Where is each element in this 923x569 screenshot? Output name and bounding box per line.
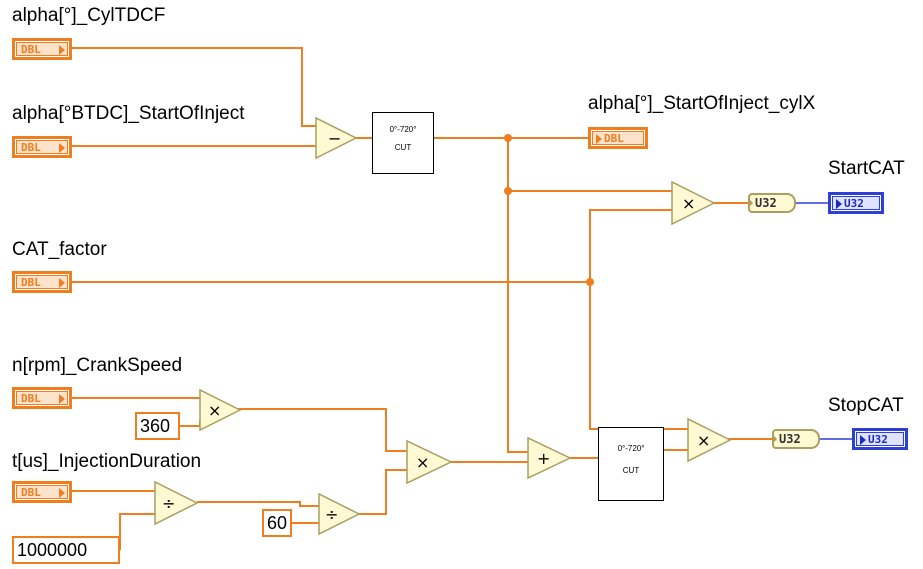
terminal-injection-duration[interactable]: DBL bbox=[12, 481, 72, 503]
svg-text:×: × bbox=[416, 453, 429, 472]
wire-div2-out bbox=[358, 469, 407, 515]
wire-cyl-tdcf bbox=[72, 47, 316, 127]
terminal-cat-factor[interactable]: DBL bbox=[12, 271, 72, 293]
constant-360[interactable]: 360 bbox=[135, 412, 180, 440]
svg-text:×: × bbox=[208, 401, 221, 420]
label-injection-duration: t[us]_InjectionDuration bbox=[12, 451, 202, 472]
junction-dot bbox=[586, 278, 594, 286]
label-stopcat: StopCAT bbox=[828, 395, 904, 416]
svg-text:×: × bbox=[697, 431, 710, 450]
output-arrow-icon bbox=[59, 143, 65, 153]
wires bbox=[72, 47, 772, 550]
convert-u32-startcat[interactable]: U32 bbox=[748, 193, 796, 213]
convert-u32-stopcat[interactable]: U32 bbox=[772, 429, 820, 449]
label-start-inject-cylx: alpha[°]_StartOfInject_cylX bbox=[588, 93, 816, 114]
divide-node-1e6[interactable]: ÷ bbox=[154, 480, 199, 526]
junction-dot bbox=[504, 134, 512, 142]
input-arrow-icon bbox=[860, 435, 866, 445]
svg-text:×: × bbox=[682, 194, 695, 213]
wire-cat-up bbox=[589, 209, 672, 282]
wire-mul360-out bbox=[238, 408, 407, 452]
indicator-stopcat[interactable]: U32 bbox=[852, 428, 908, 450]
wire-tap-down bbox=[507, 138, 528, 453]
svg-text:−: − bbox=[328, 129, 341, 148]
svg-text:+: + bbox=[537, 449, 550, 468]
blue-wires bbox=[796, 202, 852, 440]
cut-block-2[interactable]: 0°-720° CUT bbox=[598, 427, 664, 501]
label-startcat: StartCAT bbox=[828, 158, 905, 179]
svg-text:÷: ÷ bbox=[325, 505, 338, 524]
junction-dot bbox=[504, 187, 512, 195]
indicator-start-inject-cylx[interactable]: DBL bbox=[588, 127, 648, 149]
wire-360 bbox=[180, 420, 201, 427]
wire-1e6 bbox=[119, 513, 155, 550]
svg-text:÷: ÷ bbox=[162, 494, 175, 513]
indicator-startcat[interactable]: U32 bbox=[828, 192, 884, 214]
output-arrow-icon bbox=[59, 394, 65, 404]
input-arrow-icon bbox=[836, 199, 842, 209]
constant-1000000[interactable]: 1000000 bbox=[12, 536, 120, 564]
subtract-node[interactable]: − bbox=[315, 116, 358, 160]
cut-block-1[interactable]: 0°-720° CUT bbox=[372, 112, 434, 174]
label-start-inject: alpha[°BTDC]_StartOfInject bbox=[12, 103, 245, 124]
constant-60[interactable]: 60 bbox=[262, 509, 292, 537]
multiply-node-combined[interactable]: × bbox=[406, 439, 453, 485]
output-arrow-icon bbox=[59, 45, 65, 55]
multiply-node-360[interactable]: × bbox=[199, 388, 242, 432]
multiply-node-startcat[interactable]: × bbox=[671, 180, 716, 226]
label-cyl-tdcf: alpha[°]_CylTDCF bbox=[12, 5, 166, 26]
terminal-start-inject[interactable]: DBL bbox=[12, 136, 72, 158]
divide-node-60[interactable]: ÷ bbox=[318, 492, 361, 536]
wire-cat-down bbox=[589, 282, 688, 430]
label-cat-factor: CAT_factor bbox=[12, 239, 107, 260]
terminal-cyl-tdcf[interactable]: DBL bbox=[12, 38, 72, 60]
output-arrow-icon bbox=[59, 488, 65, 498]
add-node[interactable]: + bbox=[527, 436, 572, 480]
output-arrow-icon bbox=[59, 278, 65, 288]
multiply-node-stopcat[interactable]: × bbox=[687, 417, 732, 463]
input-arrow-icon bbox=[748, 198, 753, 208]
terminal-crank-speed[interactable]: DBL bbox=[12, 387, 72, 409]
label-crank-speed: n[rpm]_CrankSpeed bbox=[12, 355, 183, 376]
input-arrow-icon bbox=[772, 434, 777, 444]
input-arrow-icon bbox=[596, 134, 602, 144]
wire-div1-out bbox=[197, 501, 319, 507]
